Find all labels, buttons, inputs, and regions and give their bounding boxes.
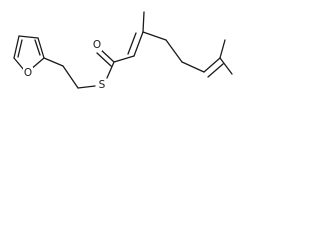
- bond-furan-ch2: [43, 57, 64, 67]
- bond-terminal-methyl-b: [219, 39, 226, 59]
- bond-furan-c4-c5: [13, 35, 20, 59]
- bond-s-carbonyl: [106, 61, 115, 79]
- bond-ch2s-s: [77, 85, 96, 89]
- bond-terminal-alkene-double: [207, 63, 224, 78]
- bond-furan-c2-c3: [37, 37, 45, 59]
- carbonyl-oxygen-label: O: [93, 39, 101, 51]
- bond-chain-3: [181, 61, 205, 73]
- carbon-chain: [43, 11, 233, 89]
- bond-ch2-ch2s: [62, 65, 79, 89]
- bond-carbonyl-o-double: [96, 52, 112, 67]
- bond-furan-c4-c5-double: [17, 39, 23, 58]
- bond-alkene: [133, 31, 144, 57]
- atom-labels: O O S: [23, 39, 107, 91]
- bond-carbonyl-o: [99, 48, 115, 63]
- bond-methyl-1: [142, 11, 145, 33]
- furan-ring: [13, 35, 45, 71]
- bond-alkene-double: [127, 32, 137, 55]
- bond-terminal-alkene: [203, 57, 221, 73]
- bond-furan-c2-c3-double: [34, 39, 41, 56]
- bond-carbonyl-alkene: [113, 55, 135, 63]
- bond-furan-c3-c4: [18, 35, 39, 39]
- molecule-structure-diagram: O O S: [13, 11, 233, 91]
- bond-chain-2: [165, 39, 183, 63]
- thioester-sulfur-label: S: [99, 79, 106, 91]
- bond-furan-c5-o: [13, 57, 25, 71]
- bond-chain-1: [142, 31, 167, 41]
- furan-oxygen-label: O: [24, 67, 32, 79]
- bond-terminal-methyl-a: [219, 57, 233, 75]
